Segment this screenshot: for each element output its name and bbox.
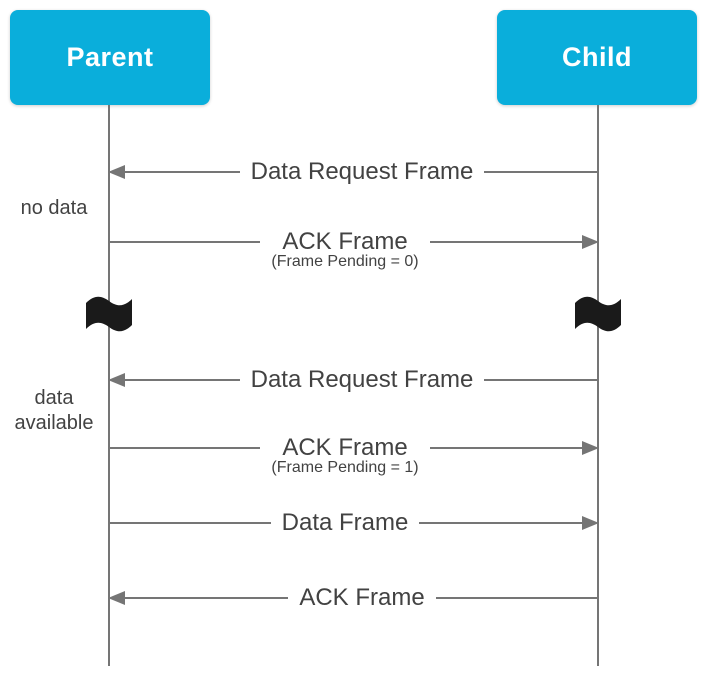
message-data-request-1: Data Request Frame: [108, 158, 600, 186]
lifeline-child: [597, 105, 599, 666]
message-label-wrap: ACK Frame (Frame Pending = 1): [260, 434, 429, 477]
side-label-line1: data: [34, 387, 74, 409]
message-label: Data Frame: [281, 509, 409, 536]
arrowhead-left-icon: [108, 165, 125, 179]
arrowhead-left-icon: [108, 591, 125, 605]
arrow-line: [484, 379, 600, 381]
arrow-line: [484, 171, 600, 173]
arrow-line: [108, 522, 271, 524]
arrow-line: [435, 597, 600, 599]
arrowhead-right-icon: [582, 235, 599, 249]
arrow-line: [125, 171, 240, 173]
message-subtitle: (Frame Pending = 1): [271, 459, 419, 476]
message-data-request-2: Data Request Frame: [108, 366, 600, 394]
arrow-line: [419, 522, 583, 524]
actor-child-label: Child: [562, 42, 632, 72]
arrow-line: [108, 241, 261, 243]
side-label-line2: available: [14, 412, 94, 434]
side-label-data-available: data available: [6, 386, 102, 436]
arrowhead-left-icon: [108, 373, 125, 387]
flag-icon: [575, 296, 621, 332]
flag-icon: [86, 296, 132, 332]
message-label: ACK Frame: [282, 228, 408, 255]
arrowhead-right-icon: [582, 441, 599, 455]
arrow-line: [125, 379, 240, 381]
arrow-line: [108, 447, 261, 449]
actor-parent-label: Parent: [66, 42, 154, 72]
message-label-wrap: Data Frame: [271, 509, 420, 537]
message-label-wrap: ACK Frame: [288, 584, 435, 612]
message-ack-final: ACK Frame: [108, 584, 600, 612]
side-label-no-data: no data: [20, 197, 88, 219]
message-label: Data Request Frame: [250, 366, 474, 393]
actor-child: Child: [497, 10, 697, 105]
message-label: ACK Frame: [282, 434, 408, 461]
actor-parent: Parent: [10, 10, 210, 105]
message-label-wrap: ACK Frame (Frame Pending = 0): [260, 228, 429, 271]
message-data-frame: Data Frame: [108, 509, 600, 537]
message-label-wrap: Data Request Frame: [240, 158, 485, 186]
message-label: ACK Frame: [299, 584, 425, 611]
arrowhead-right-icon: [582, 516, 600, 530]
arrow-line: [125, 597, 289, 599]
message-ack-fp0: ACK Frame (Frame Pending = 0): [108, 228, 599, 271]
message-subtitle: (Frame Pending = 0): [271, 253, 419, 270]
message-ack-fp1: ACK Frame (Frame Pending = 1): [108, 434, 599, 477]
arrow-line: [429, 241, 582, 243]
arrow-line: [429, 447, 582, 449]
message-label: Data Request Frame: [250, 158, 474, 185]
message-label-wrap: Data Request Frame: [240, 366, 485, 394]
